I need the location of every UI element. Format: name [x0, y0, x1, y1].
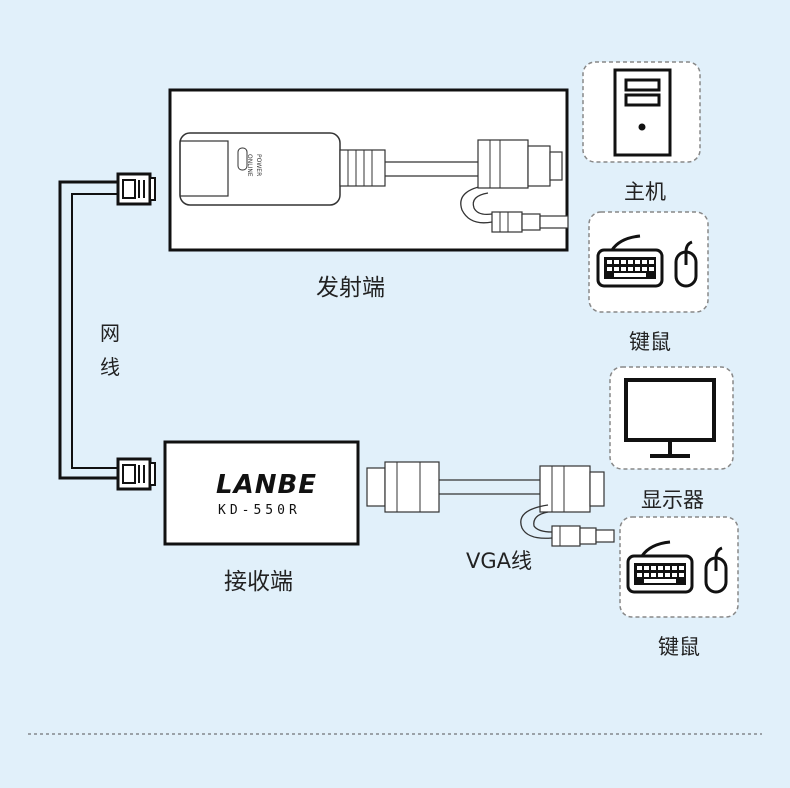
- keyboard-icon: [596, 234, 664, 288]
- network-cable-label: 网线: [98, 316, 122, 384]
- receiver-frame: [163, 440, 360, 546]
- host-label: 主机: [624, 180, 666, 204]
- mouse-icon: [674, 240, 698, 288]
- computer-tower-icon: [613, 68, 672, 157]
- vga-connector-icon: [477, 139, 563, 189]
- vga-cable-label: VGA线: [466, 549, 533, 573]
- monitor-label: 显示器: [641, 488, 704, 512]
- receiver-label: 接收端: [224, 569, 293, 595]
- monitor-box: [609, 366, 734, 470]
- network-cable: [58, 180, 118, 480]
- transmitter-label: 发射端: [316, 275, 385, 301]
- transmitter-device: [179, 132, 493, 224]
- rj45-connector-icon: [116, 457, 156, 491]
- vga-cable: [366, 461, 605, 539]
- brand-logo: LANBE: [216, 470, 318, 500]
- host-box: [582, 61, 701, 163]
- keyboard-icon: [626, 540, 694, 594]
- led-online-label: ONLINE: [246, 154, 253, 177]
- led-power-label: POWER: [255, 154, 262, 177]
- usb-connector-icon: [551, 525, 615, 547]
- usb-connector-icon: [491, 211, 569, 233]
- rj45-connector-icon: [116, 172, 156, 206]
- mouse-icon: [704, 546, 728, 594]
- monitor-icon: [624, 378, 716, 458]
- keyboard-mouse-label-bottom: 键鼠: [658, 635, 700, 659]
- network-cable-label-text: 网线: [100, 321, 120, 379]
- model-number: KD-550R: [218, 503, 301, 518]
- keyboard-mouse-label-top: 键鼠: [629, 330, 671, 354]
